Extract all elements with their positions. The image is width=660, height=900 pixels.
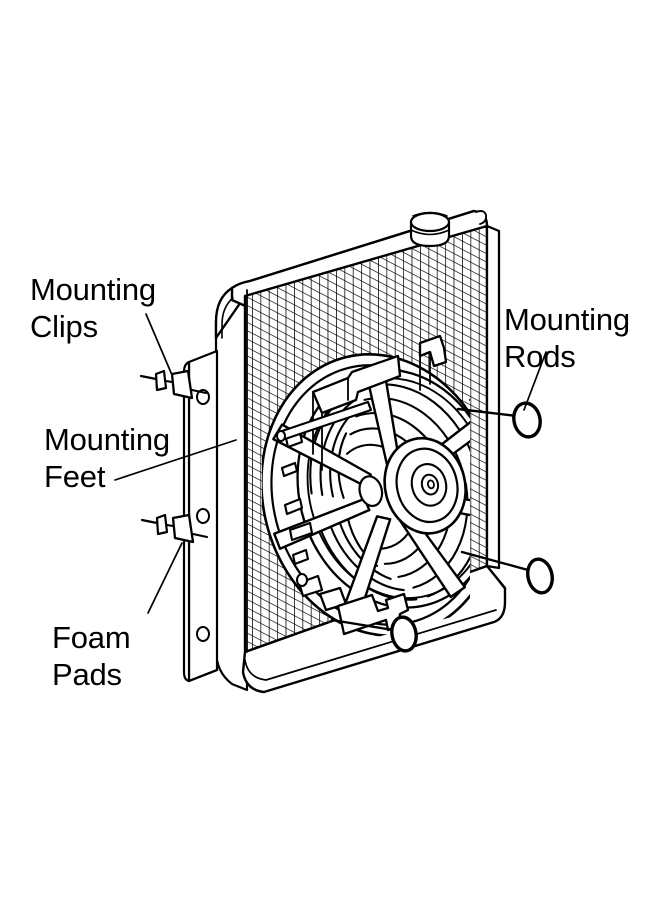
radiator-left-tank: [214, 288, 249, 692]
callout-mounting-feet-line2: Feet: [44, 459, 106, 494]
shroud-top-left-wall: [311, 354, 402, 415]
callout-mounting-feet: Mounting Feet: [44, 422, 170, 494]
shroud-top-right-tab: [418, 334, 448, 368]
mounting-feet-hole-3: [196, 626, 210, 642]
foam-pad-lower: [171, 513, 195, 544]
shroud-right-vert: [419, 351, 431, 391]
callout-mounting-rods-line2: Rods: [504, 339, 576, 374]
callout-foam-pads-line1: Foam: [52, 620, 130, 655]
mounting-feet-bracket: [182, 349, 219, 683]
callout-mounting-feet-line1: Mounting: [44, 422, 170, 457]
mounting-clip-upper: [154, 369, 168, 392]
callout-mounting-clips-line1: Mounting: [30, 272, 156, 307]
radiator-bottom-inner-line: [244, 609, 497, 681]
mounting-rod-end-2: [526, 557, 554, 595]
mounting-rod-line-3: [330, 618, 395, 632]
callout-mounting-rods: Mounting Rods: [504, 302, 630, 374]
mounting-clip-upper-stem: [139, 374, 158, 381]
callout-mounting-clips: Mounting Clips: [30, 272, 156, 344]
mounting-rod-end-3: [390, 615, 418, 653]
callout-mounting-rods-line1: Mounting: [504, 302, 630, 337]
radiator-bottom-right-edge: [486, 565, 506, 590]
radiator-right-tank: [485, 224, 501, 570]
callout-mounting-clips-line2: Clips: [30, 309, 98, 344]
foam-pad-upper: [170, 369, 194, 400]
mounting-rod-end-1: [512, 401, 542, 439]
shroud-tab-left-5: [291, 548, 310, 566]
leader-mounting-feet: [114, 439, 237, 481]
leader-mounting-clips: [145, 313, 173, 376]
fan-assembly: [262, 334, 470, 637]
shroud-bottom-left-boss: [296, 573, 308, 587]
mounting-rod-upper-end: [276, 430, 286, 442]
mounting-rods-group: [330, 401, 554, 653]
leader-foam-pads: [147, 542, 183, 614]
radiator-top-left-fold: [221, 297, 234, 339]
radiator-filler-cap: [409, 211, 451, 248]
mounting-clip-lower-stem: [140, 518, 159, 525]
mounting-rod-line-2: [460, 550, 530, 572]
fan-hub: [383, 436, 467, 535]
mounting-clip-lower: [155, 513, 169, 536]
mounting-hardware-lower: [140, 513, 209, 544]
radiator-top-right-boss: [475, 210, 488, 225]
callout-foam-pads: Foam Pads: [52, 620, 131, 692]
foam-pad-lower-connectors: [165, 523, 209, 539]
fan-boss: [358, 475, 384, 508]
mounting-feet-hole-2: [196, 508, 210, 524]
shroud-tab-left-4: [288, 521, 314, 542]
foam-pad-upper-connectors: [164, 379, 208, 395]
leader-mounting-rods: [523, 351, 547, 411]
callout-foam-pads-line2: Pads: [52, 657, 122, 692]
shroud-tab-left-2: [280, 461, 299, 478]
mounting-rod-line-1: [456, 407, 519, 418]
shroud-tab-left-3: [283, 497, 304, 516]
mounting-feet-bottom-edge: [187, 668, 219, 683]
mounting-hardware-upper: [139, 369, 208, 400]
